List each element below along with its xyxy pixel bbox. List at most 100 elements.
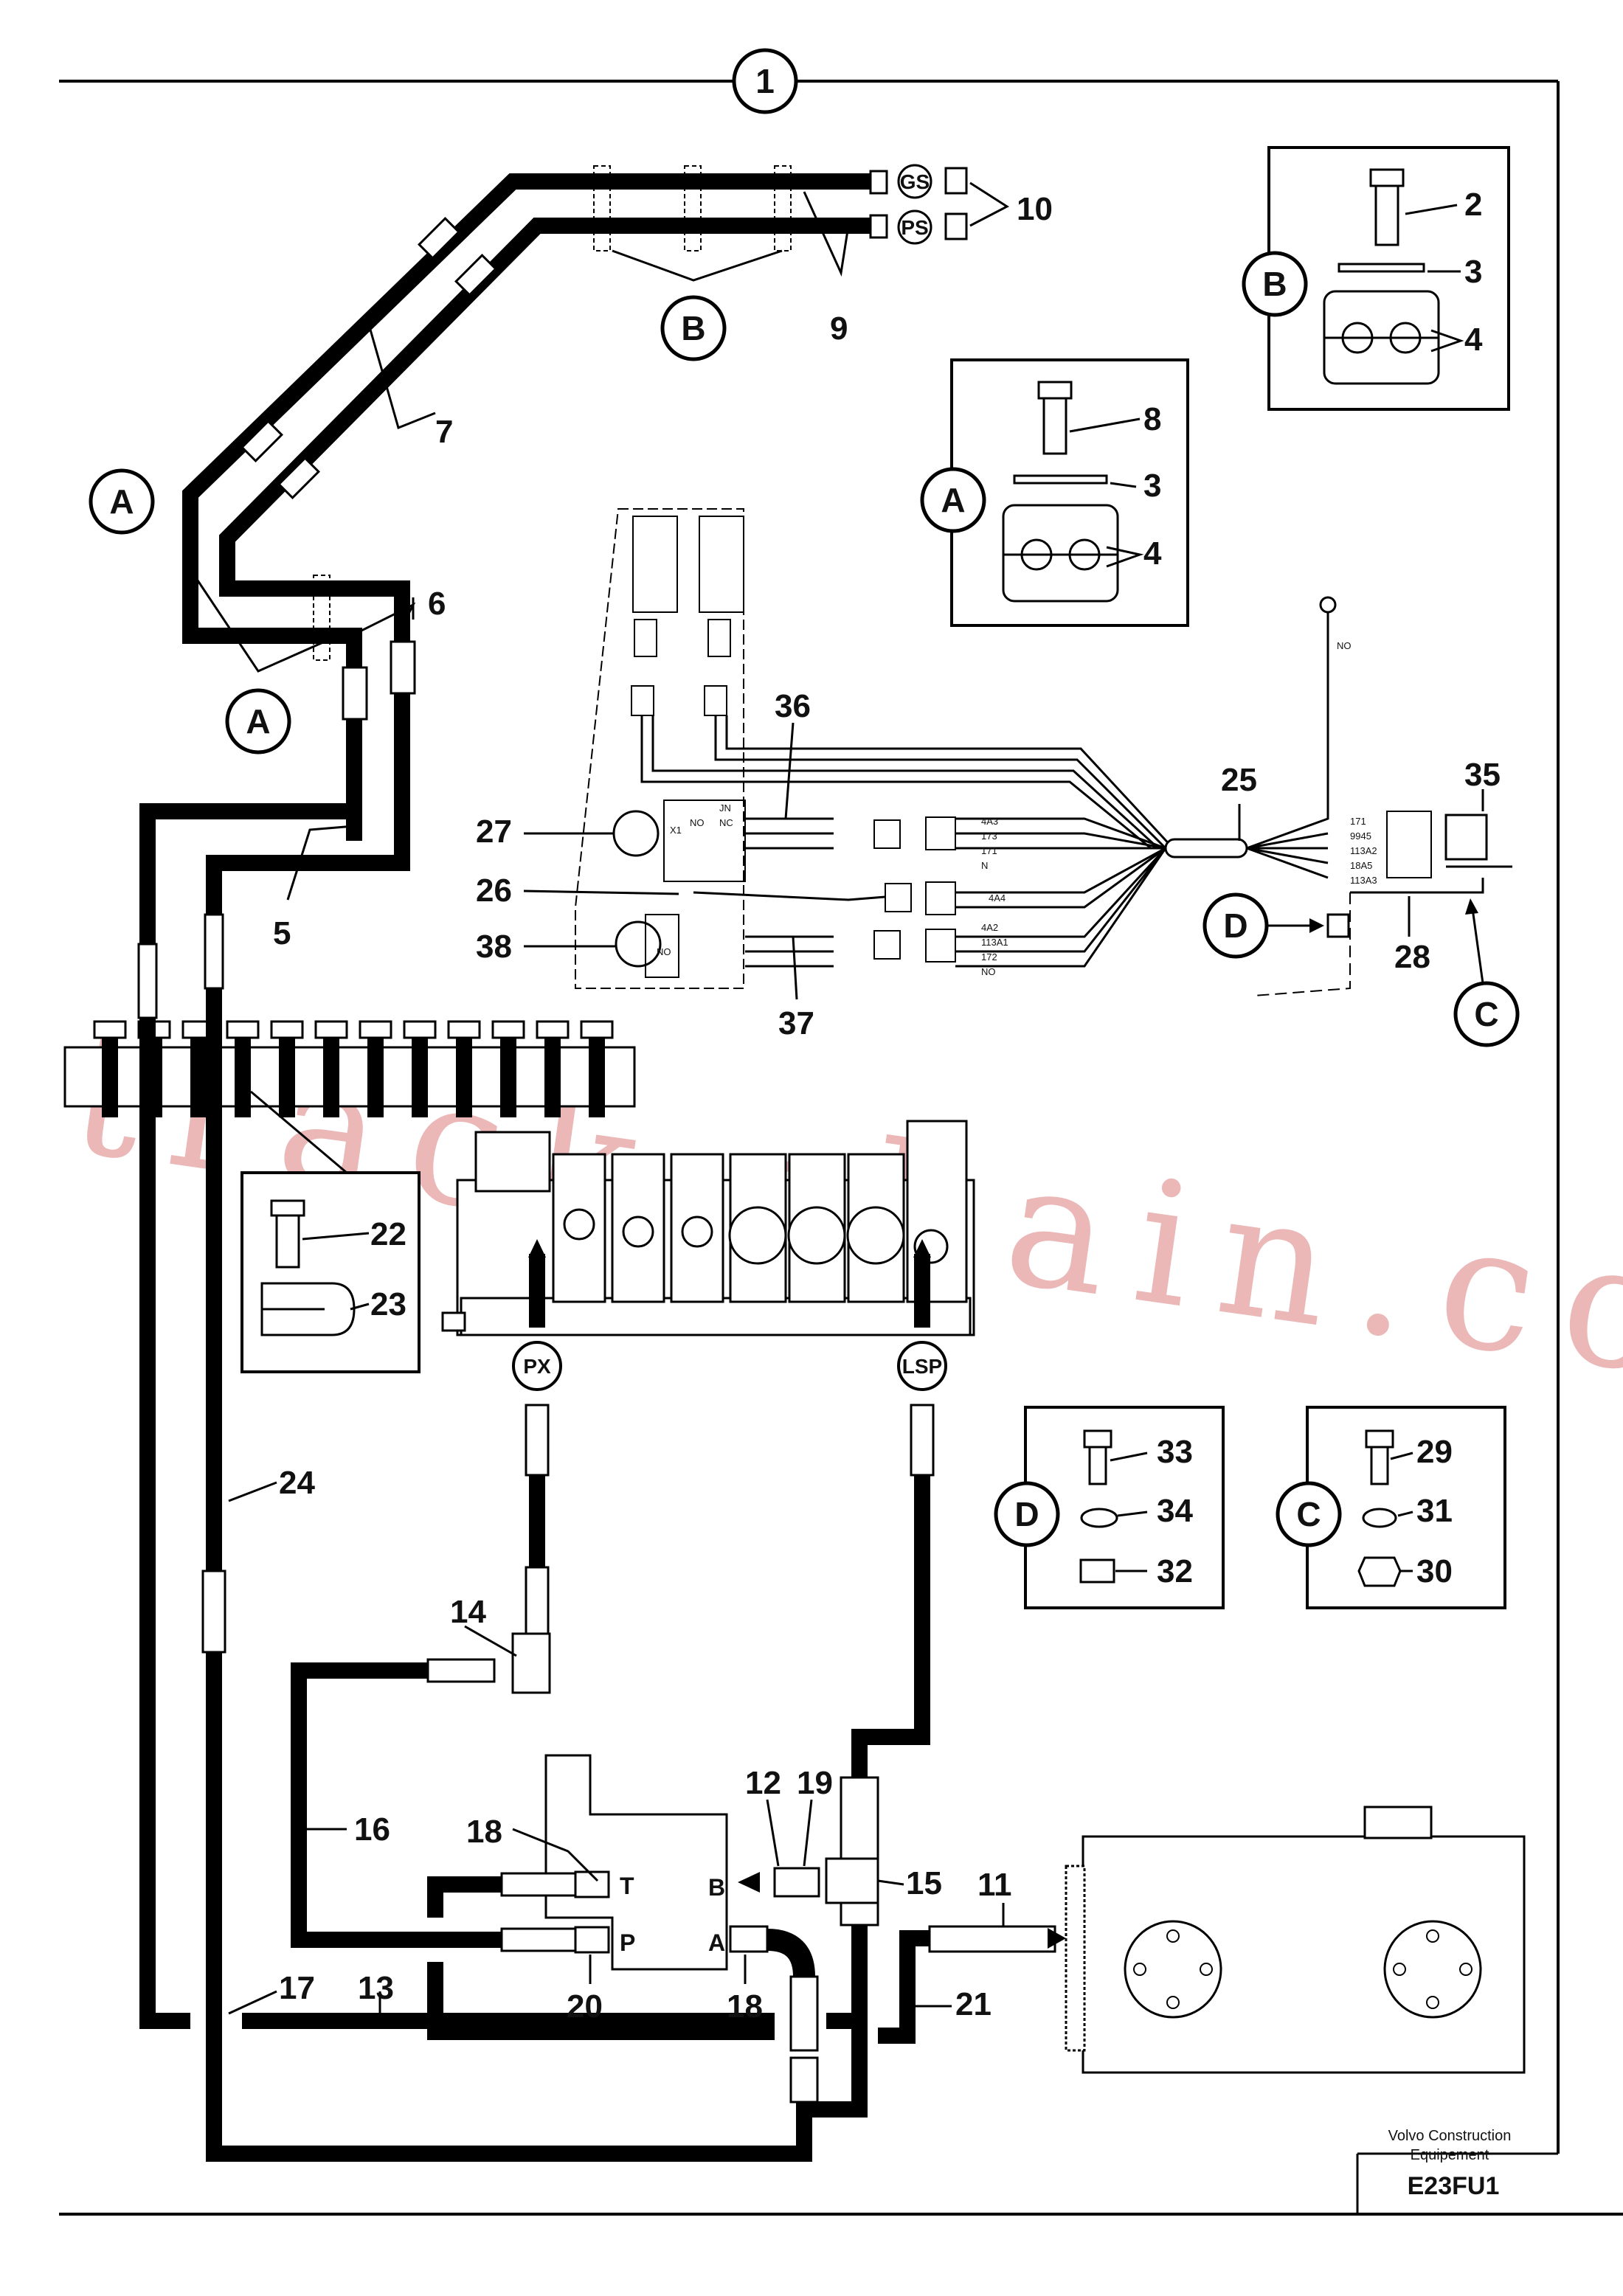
callout-25: 25 [1221, 762, 1257, 798]
callout-17: 17 [279, 1970, 315, 2006]
callout-15: 15 [906, 1865, 942, 1901]
callout-38: 38 [476, 929, 512, 965]
svg-text:173: 173 [981, 830, 997, 842]
detail-box-b: B 2 3 4 [1242, 146, 1510, 411]
callout-34: 34 [1157, 1493, 1193, 1529]
callout-10: 10 [1017, 191, 1053, 227]
detail-box-d: D 33 34 32 [994, 1406, 1225, 1609]
callout-26: 26 [476, 873, 512, 909]
callout-29: 29 [1416, 1434, 1453, 1470]
svg-text:171: 171 [981, 845, 997, 856]
callout-20: 20 [567, 1988, 603, 2025]
svg-text:P: P [620, 1929, 635, 1956]
callout-3-a: 3 [1143, 468, 1161, 504]
pilot-lines [525, 1239, 935, 1778]
svg-text:NO: NO [690, 817, 705, 828]
svg-text:113A3: 113A3 [1350, 875, 1377, 886]
callout-8: 8 [1143, 401, 1161, 437]
detail-d-ref: D [1202, 892, 1324, 959]
callout-11: 11 [977, 1867, 1012, 1903]
callout-19: 19 [797, 1765, 833, 1801]
detail-c-ref: C [1453, 898, 1520, 1047]
svg-text:B: B [1262, 265, 1287, 303]
callout-3-b: 3 [1464, 254, 1482, 290]
svg-text:N: N [981, 860, 988, 871]
svg-text:B: B [681, 309, 705, 347]
hose-clamp-bar [63, 1020, 636, 1174]
upper-hoses [182, 165, 968, 841]
callout-16: 16 [354, 1811, 390, 1848]
callout-18-a: 18 [727, 1988, 763, 2025]
sheet-number-badge: 1 [732, 48, 798, 114]
svg-text:4A3: 4A3 [981, 816, 998, 827]
callout-32: 32 [1157, 1553, 1193, 1589]
svg-text:JN: JN [719, 802, 731, 814]
svg-text:A: A [246, 702, 270, 741]
callout-33: 33 [1157, 1434, 1193, 1470]
svg-text:X1: X1 [670, 825, 682, 836]
manufacturer-line-2: Equipement [1411, 2147, 1489, 2163]
callout-24: 24 [279, 1465, 315, 1501]
port-px: PX [512, 1341, 562, 1391]
callout-5: 5 [273, 915, 291, 951]
port-ps: PS [897, 209, 932, 245]
wiring-harness: NO NC JN X1 NO NO [575, 508, 1512, 996]
callout-6: 6 [428, 586, 446, 622]
left-hoses: 24 17 13 [137, 803, 856, 2162]
svg-text:4A2: 4A2 [981, 922, 998, 933]
svg-text:NC: NC [719, 817, 733, 828]
svg-text:A: A [708, 1929, 725, 1956]
svg-text:LSP: LSP [902, 1355, 942, 1378]
svg-text:NO: NO [981, 966, 996, 977]
detail-a-top-left: A [89, 468, 155, 535]
callout-7: 7 [435, 414, 453, 450]
svg-text:171: 171 [1350, 816, 1366, 827]
callout-31: 31 [1416, 1493, 1453, 1529]
svg-text:D: D [1014, 1495, 1039, 1533]
manufacturer-line-1: Volvo Construction [1388, 2128, 1512, 2144]
callout-12: 12 [745, 1765, 781, 1801]
detail-b-top: B [660, 295, 727, 361]
callout-13: 13 [358, 1970, 394, 2006]
svg-text:B: B [708, 1874, 725, 1901]
hydraulic-pump: 11 21 [878, 1806, 1526, 2074]
svg-text:18A5: 18A5 [1350, 860, 1372, 871]
callout-21: 21 [955, 1986, 992, 2022]
sheet-number: 1 [755, 62, 775, 100]
callout-23: 23 [370, 1286, 406, 1322]
svg-text:113A2: 113A2 [1350, 845, 1377, 856]
svg-text:C: C [1474, 995, 1498, 1033]
detail-box-c: C 29 31 30 [1276, 1406, 1506, 1609]
drawing-code: E23FU1 [1408, 2172, 1500, 2200]
svg-text:113A1: 113A1 [981, 937, 1008, 948]
tee-and-hose-16: 14 16 [291, 1566, 551, 1948]
callout-18-t: 18 [466, 1814, 502, 1850]
port-gs: GS [897, 164, 932, 199]
callout-2: 2 [1464, 187, 1482, 223]
callout-4-b: 4 [1464, 322, 1483, 358]
detail-box-clamp: 22 23 [240, 1171, 421, 1373]
svg-text:C: C [1296, 1495, 1321, 1533]
title-block: Volvo Construction Equipement E23FU1 [1388, 2128, 1512, 2200]
svg-text:PX: PX [523, 1355, 551, 1378]
detail-box-a: A 8 3 4 [920, 358, 1189, 627]
wiring-callouts: 36 25 35 27 26 38 37 28 [476, 688, 1501, 1041]
top-callout-leaders [183, 181, 1009, 901]
svg-text:T: T [620, 1873, 634, 1899]
svg-text:NO: NO [1337, 640, 1352, 651]
svg-text:A: A [109, 482, 134, 521]
callout-30: 30 [1416, 1553, 1453, 1589]
callout-14: 14 [450, 1594, 486, 1630]
svg-text:D: D [1223, 906, 1247, 945]
port-lsp: LSP [897, 1341, 947, 1391]
callout-27: 27 [476, 814, 512, 850]
callout-28: 28 [1394, 939, 1430, 975]
callout-37: 37 [778, 1005, 814, 1041]
callout-36: 36 [775, 688, 811, 724]
callout-4-a: 4 [1143, 535, 1162, 572]
svg-text:172: 172 [981, 951, 997, 963]
svg-text:PS: PS [901, 216, 928, 239]
detail-a-bottom-left: A [225, 688, 291, 755]
svg-text:4A4: 4A4 [989, 892, 1006, 904]
